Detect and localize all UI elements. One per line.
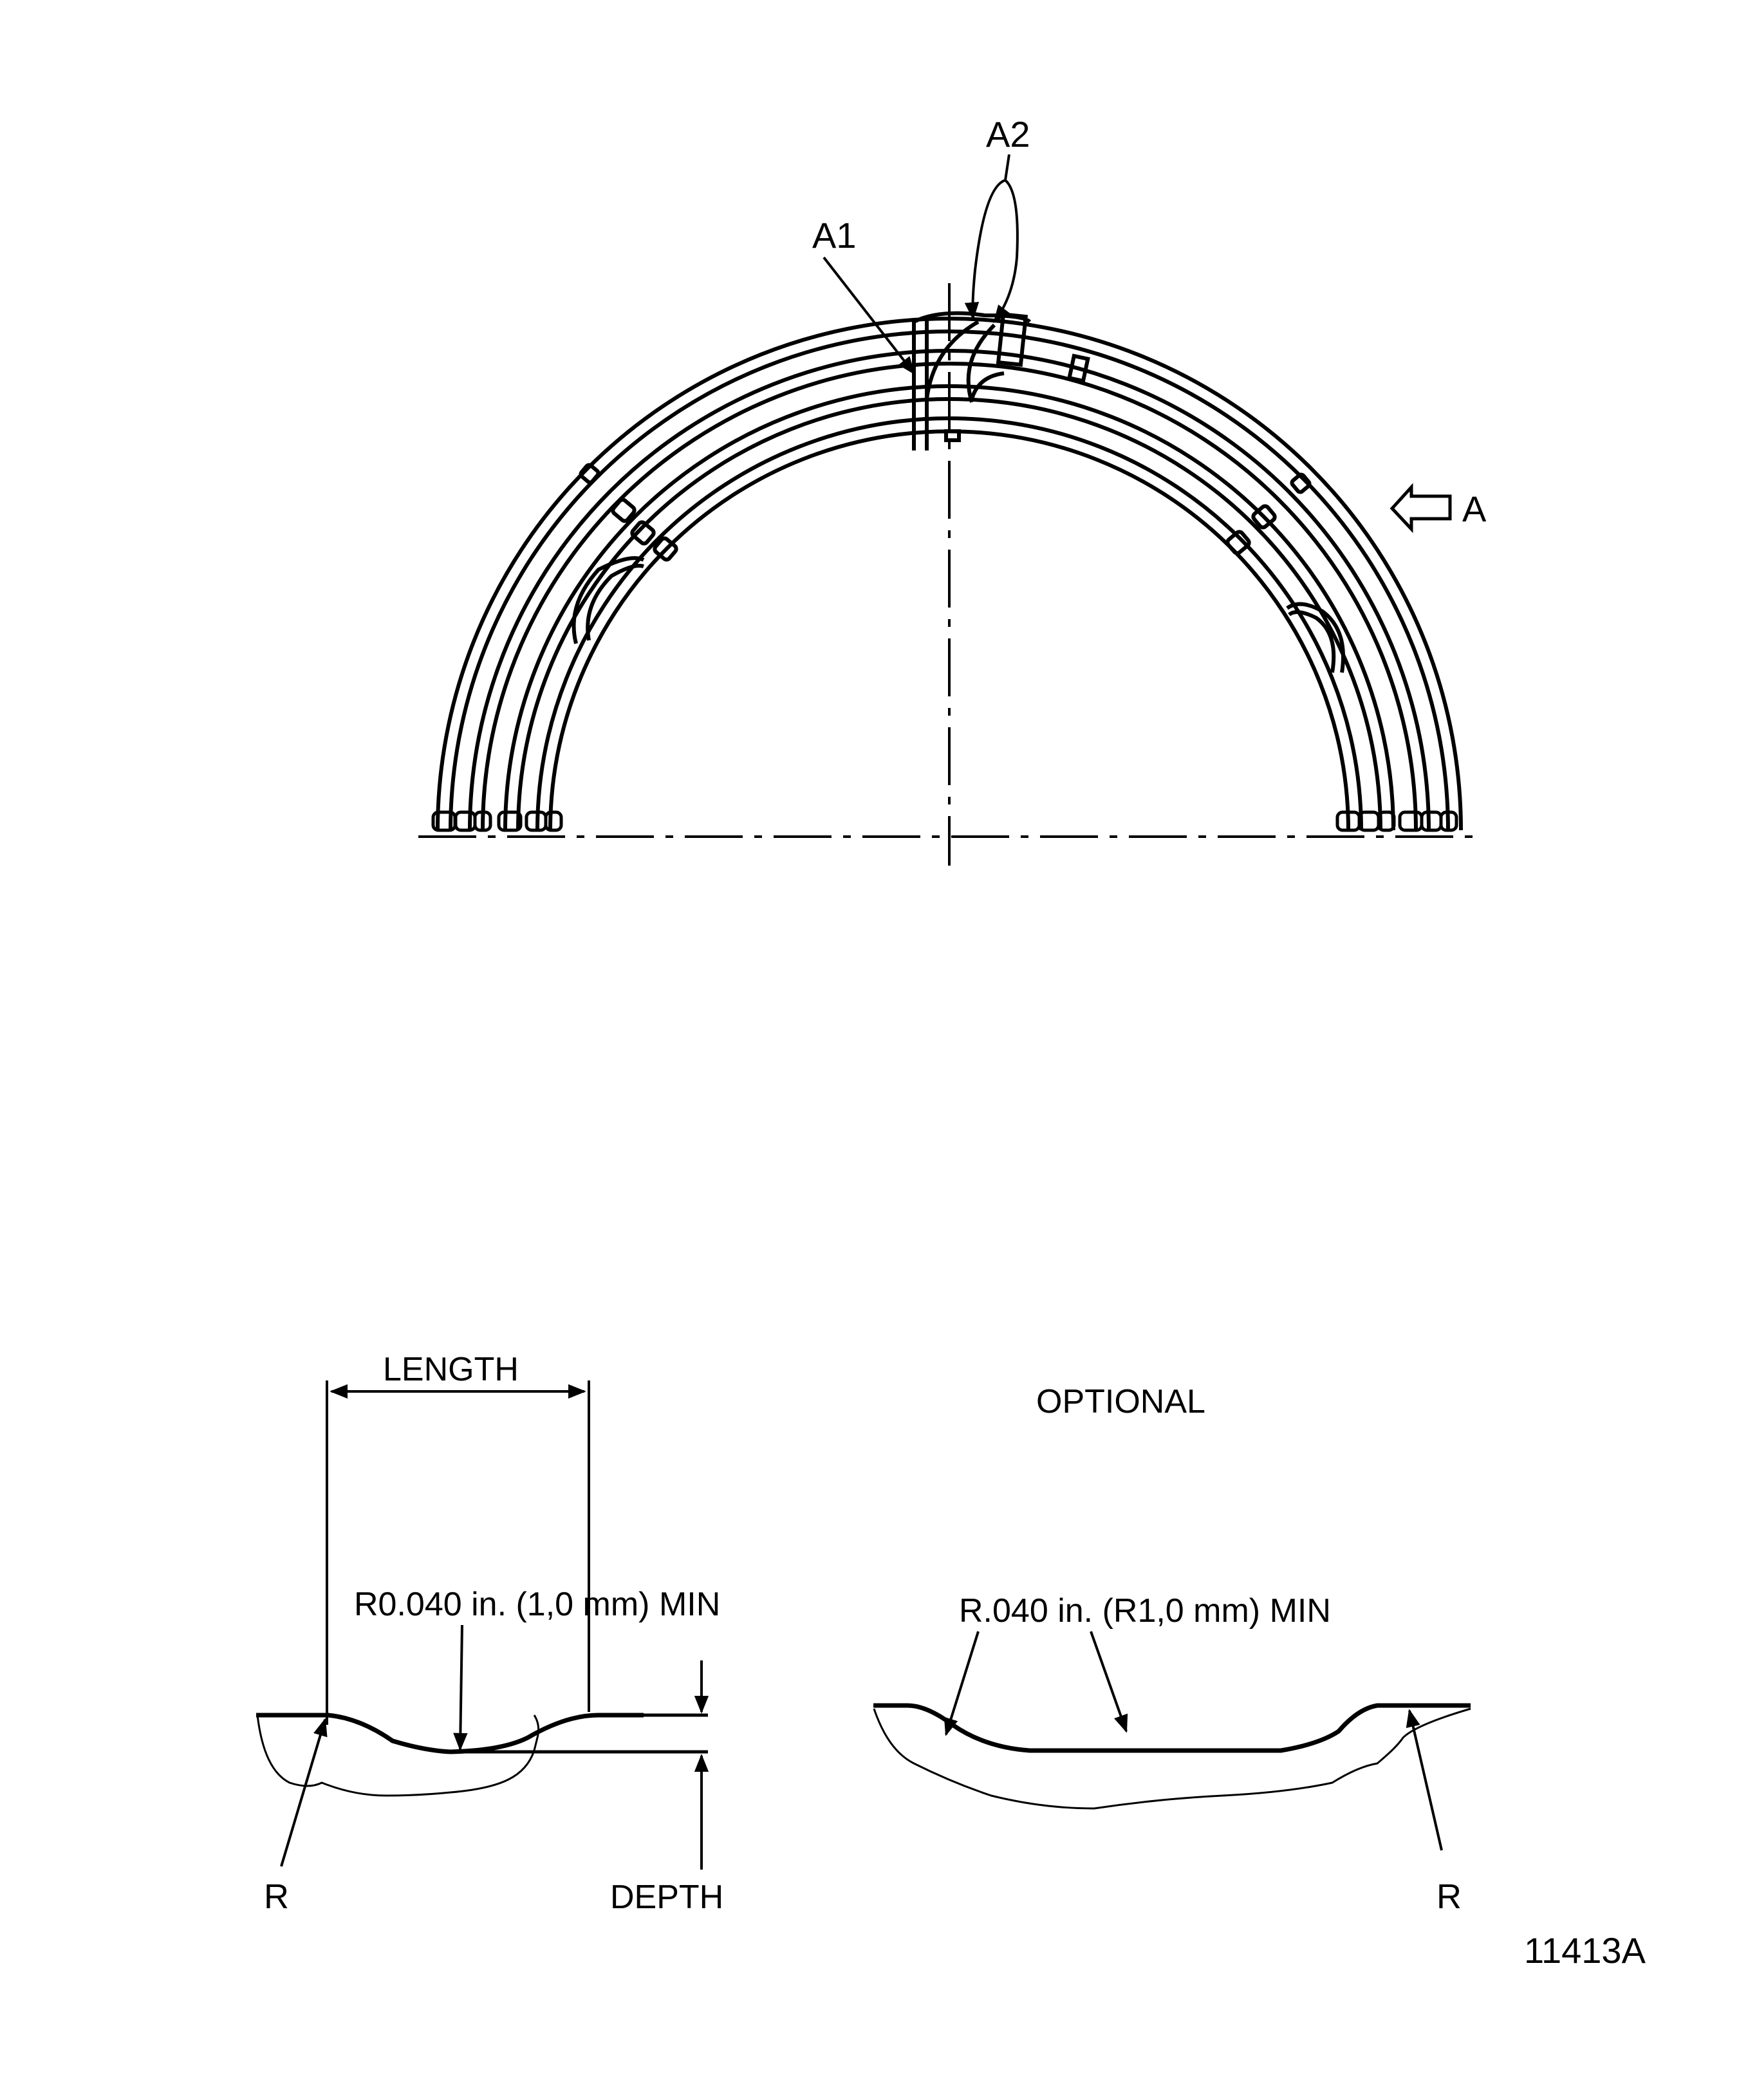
view-a-arrow-icon xyxy=(1390,483,1452,534)
length-label: LENGTH xyxy=(383,1351,519,1388)
shell-end-caps-left xyxy=(431,810,563,832)
locating-lug-left xyxy=(572,463,678,644)
callout-a1-leader xyxy=(823,256,915,375)
r-label-left: R xyxy=(264,1877,289,1916)
callout-a1-label: A1 xyxy=(812,215,857,256)
callout-a2-leader xyxy=(964,154,1019,324)
groove-profile-left xyxy=(256,1713,708,1797)
optional-title: OPTIONAL xyxy=(1036,1383,1205,1420)
r-label-right: R xyxy=(1436,1877,1462,1916)
view-a-label: A xyxy=(1462,488,1487,529)
figure-number: 11413A xyxy=(1524,1930,1646,1971)
radius-min-label-optional: R.040 in. (R1,0 mm) MIN xyxy=(959,1592,1331,1630)
radius-leader-left xyxy=(280,1624,709,1870)
groove-profile-optional xyxy=(873,1703,1471,1810)
oil-groove-feature xyxy=(912,311,1090,451)
locating-lug-right xyxy=(1225,472,1345,673)
radius-leaders-optional xyxy=(944,1631,1443,1851)
length-dimension xyxy=(326,1380,590,1725)
depth-label: DEPTH xyxy=(610,1879,723,1916)
callout-a2-label: A2 xyxy=(986,114,1030,154)
shell-end-caps-right xyxy=(1335,810,1458,832)
center-lines xyxy=(418,283,1474,866)
radius-min-label-left: R0.040 in. (1,0 mm) MIN xyxy=(354,1586,720,1623)
